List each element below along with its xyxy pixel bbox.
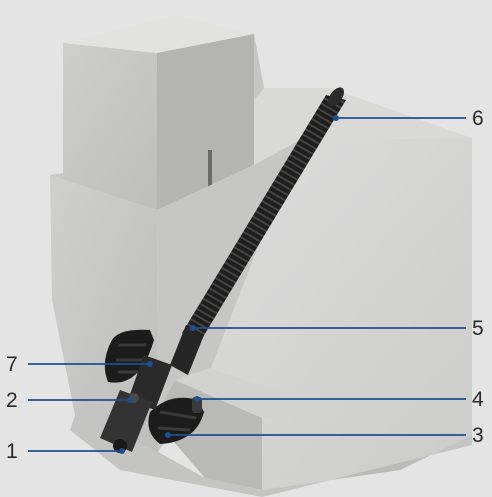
leader-dot-2: [127, 397, 133, 403]
callout-label-4: 4: [472, 388, 484, 411]
callout-label-7: 7: [6, 353, 18, 376]
rod-top-end: [328, 87, 344, 107]
block-back-top: [254, 88, 472, 165]
anchor-sleeve: [170, 325, 204, 375]
leader-lines: [28, 117, 466, 452]
block-base-shadow: [70, 415, 472, 497]
callout-labels: 6 5 7 2 4 3 1: [6, 107, 484, 463]
block-left-face: [50, 175, 158, 452]
leader-dot-3: [165, 432, 171, 438]
lower-disc: [148, 397, 204, 444]
callout-label-6: 6: [472, 107, 484, 130]
hinge-clamp-arm: [100, 390, 152, 452]
column-slot: [208, 150, 212, 200]
left-disc: [104, 329, 154, 383]
column-front-face: [50, 43, 157, 210]
leader-dot-6: [333, 115, 339, 121]
left-disc-rib: [116, 343, 146, 374]
lower-disc-rib: [157, 410, 197, 432]
anchor-assembly: [100, 87, 346, 453]
locking-pin: [192, 397, 202, 413]
leader-dots: [119, 115, 339, 454]
callout-label-3: 3: [472, 424, 484, 447]
column-top-face: [63, 15, 254, 53]
leader-dot-5: [190, 325, 196, 331]
column-right-face: [157, 34, 254, 210]
callout-label-5: 5: [472, 317, 484, 340]
leader-dot-4: [194, 396, 200, 402]
callout-label-1: 1: [6, 440, 18, 463]
block-ledge-top: [175, 368, 330, 418]
leader-dot-7: [147, 361, 153, 367]
hinge-clamp: [128, 355, 172, 410]
leader-dot-1: [119, 448, 125, 454]
callout-label-2: 2: [6, 389, 18, 412]
threaded-rod: [182, 95, 346, 342]
